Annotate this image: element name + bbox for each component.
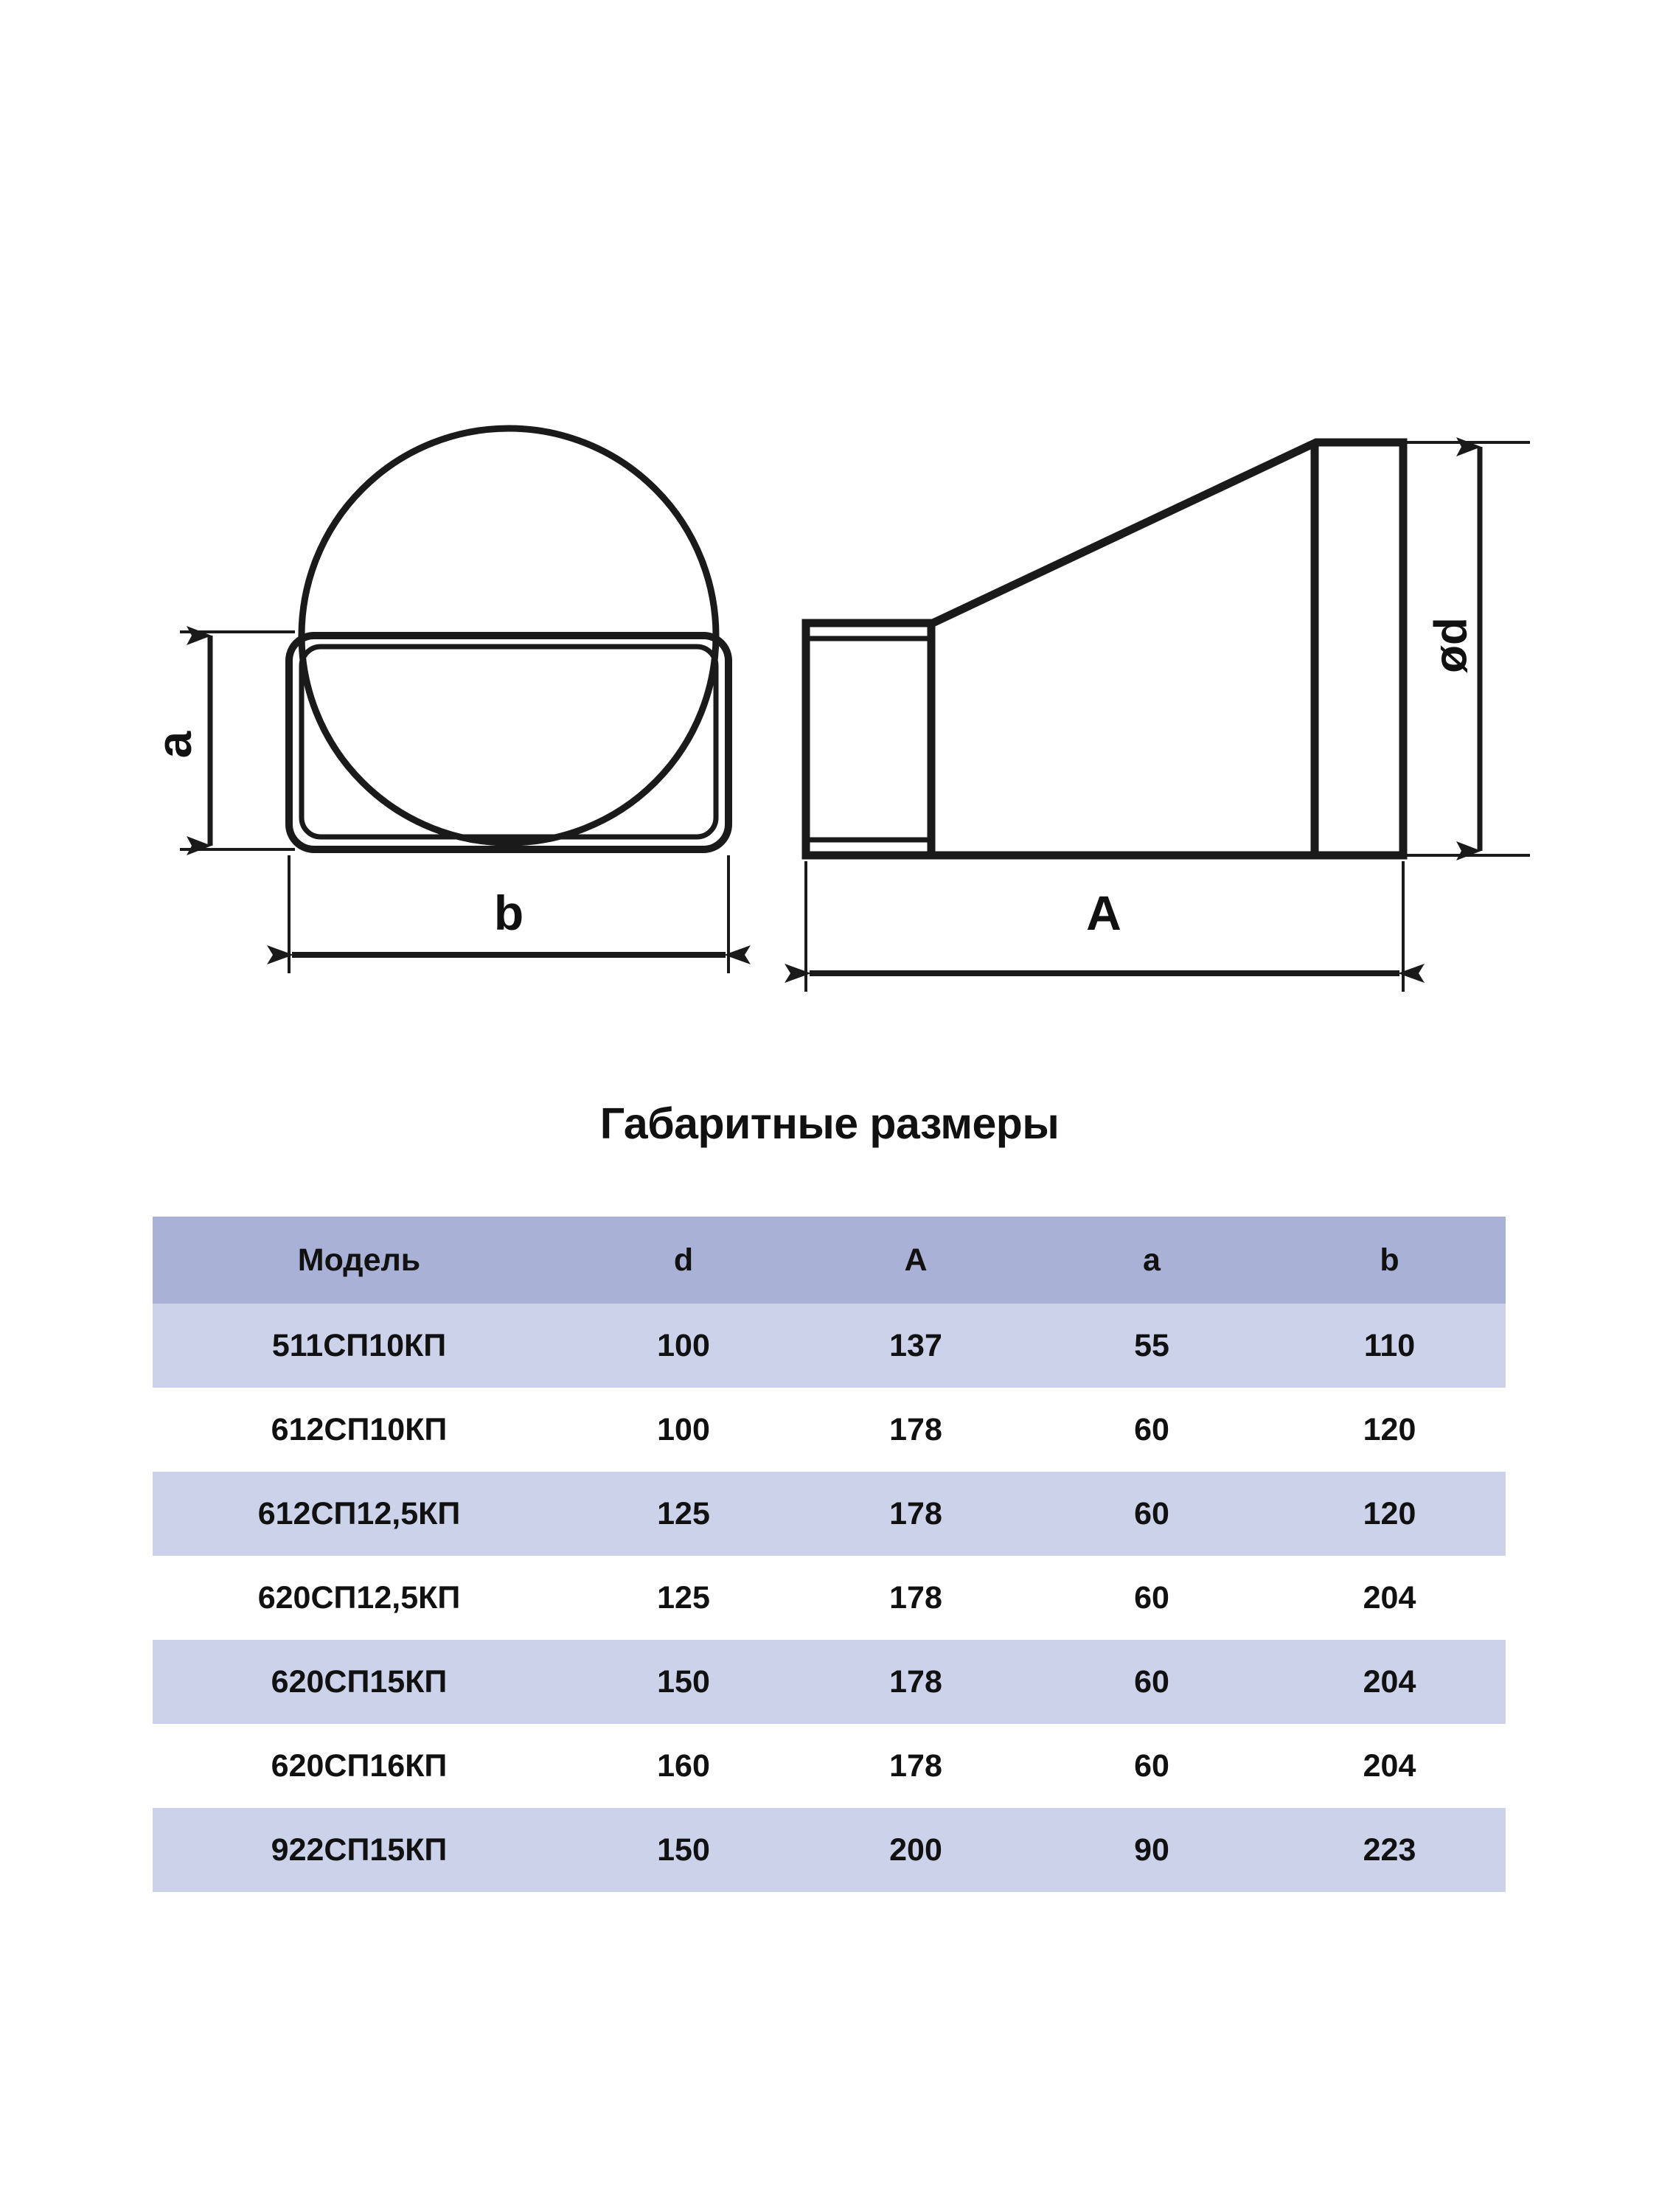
column-header-A: A — [801, 1217, 1030, 1304]
side-view-group: ød A — [785, 437, 1530, 992]
cell-a: 60 — [1030, 1388, 1273, 1472]
column-header-b: b — [1273, 1217, 1506, 1304]
table-body: 511СП10КП 100 137 55 110 612СП10КП 100 1… — [153, 1304, 1506, 1892]
cell-A: 200 — [801, 1808, 1030, 1892]
cell-d: 150 — [566, 1808, 801, 1892]
cell-model: 612СП10КП — [153, 1388, 566, 1472]
cell-b: 204 — [1273, 1556, 1506, 1640]
technical-drawing: a b — [0, 0, 1659, 1069]
dimension-label-b: b — [494, 886, 524, 940]
cell-a: 60 — [1030, 1556, 1273, 1640]
cell-model: 612СП12,5КП — [153, 1472, 566, 1556]
cell-b: 120 — [1273, 1388, 1506, 1472]
table-row: 620СП15КП 150 178 60 204 — [153, 1640, 1506, 1724]
table-row: 620СП12,5КП 125 178 60 204 — [153, 1556, 1506, 1640]
drawing-canvas: a b — [147, 425, 1530, 992]
cell-model: 620СП12,5КП — [153, 1556, 566, 1640]
front-view-group: a b — [147, 425, 751, 973]
cell-a: 90 — [1030, 1808, 1273, 1892]
table-row: 612СП12,5КП 125 178 60 120 — [153, 1472, 1506, 1556]
cell-a: 60 — [1030, 1640, 1273, 1724]
column-header-model: Модель — [153, 1217, 566, 1304]
cell-A: 178 — [801, 1472, 1030, 1556]
cell-A: 178 — [801, 1388, 1030, 1472]
cell-A: 178 — [801, 1556, 1030, 1640]
cell-b: 204 — [1273, 1724, 1506, 1808]
cell-d: 100 — [566, 1388, 801, 1472]
dimensions-table: Модель d A a b 511СП10КП 100 137 55 110 … — [153, 1217, 1506, 1892]
cell-d: 150 — [566, 1640, 801, 1724]
cell-A: 178 — [801, 1724, 1030, 1808]
table-header-row: Модель d A a b — [153, 1217, 1506, 1304]
cell-model: 922СП15КП — [153, 1808, 566, 1892]
cell-d: 160 — [566, 1724, 801, 1808]
table-row: 620СП16КП 160 178 60 204 — [153, 1724, 1506, 1808]
cell-model: 620СП15КП — [153, 1640, 566, 1724]
table-row: 511СП10КП 100 137 55 110 — [153, 1304, 1506, 1388]
dimension-label-d: ød — [1426, 617, 1477, 673]
cell-A: 137 — [801, 1304, 1030, 1388]
cell-a: 60 — [1030, 1724, 1273, 1808]
column-header-a: a — [1030, 1217, 1273, 1304]
cell-model: 620СП16КП — [153, 1724, 566, 1808]
cell-A: 178 — [801, 1640, 1030, 1724]
page-title: Габаритные размеры — [599, 1099, 1060, 1148]
cell-b: 223 — [1273, 1808, 1506, 1892]
table-row: 922СП15КП 150 200 90 223 — [153, 1808, 1506, 1892]
cell-model: 511СП10КП — [153, 1304, 566, 1388]
rectangular-flange-outer — [285, 632, 732, 853]
cell-b: 204 — [1273, 1640, 1506, 1724]
cell-b: 120 — [1273, 1472, 1506, 1556]
rectangular-flange-inner — [299, 644, 719, 840]
cell-b: 110 — [1273, 1304, 1506, 1388]
cell-d: 125 — [566, 1556, 801, 1640]
dimensions-table-wrapper: Модель d A a b 511СП10КП 100 137 55 110 … — [153, 1217, 1506, 1892]
cell-d: 100 — [566, 1304, 801, 1388]
table-row: 612СП10КП 100 178 60 120 — [153, 1388, 1506, 1472]
dimension-label-A: A — [1086, 886, 1121, 940]
cell-d: 125 — [566, 1472, 801, 1556]
cell-a: 60 — [1030, 1472, 1273, 1556]
cell-a: 55 — [1030, 1304, 1273, 1388]
table-header: Модель d A a b — [153, 1217, 1506, 1304]
dimension-label-a: a — [147, 730, 201, 758]
column-header-d: d — [566, 1217, 801, 1304]
